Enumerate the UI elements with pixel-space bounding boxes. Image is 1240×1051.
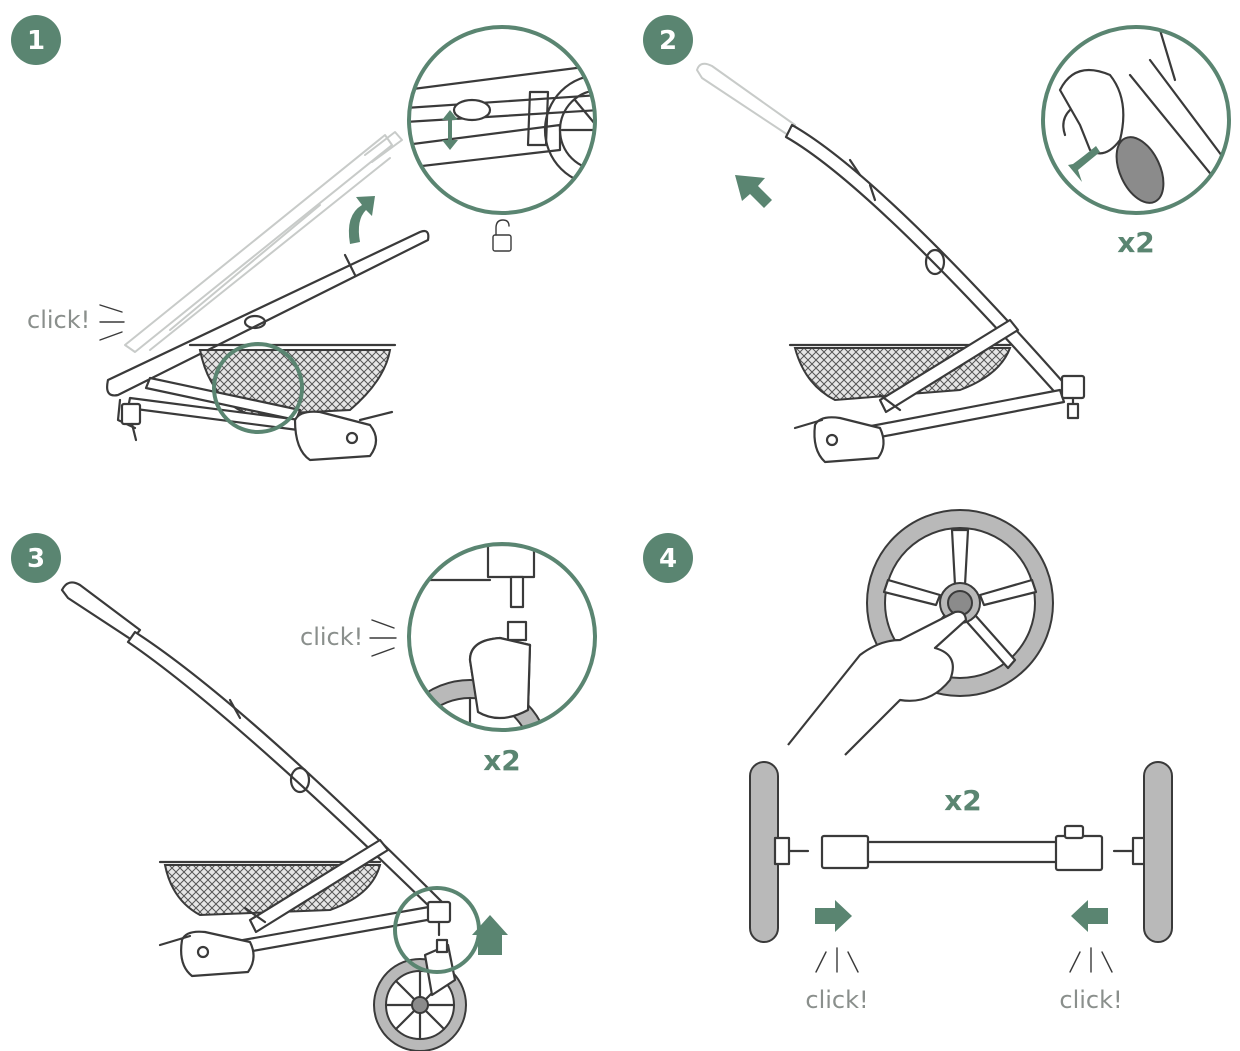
step-3-zoom-detail (407, 542, 597, 732)
step-2-panel: 2 (643, 15, 1231, 464)
stroller-frame-front-wheel (60, 581, 467, 1051)
step-3-multiplier: x2 (483, 744, 521, 777)
step-4-badge: 4 (643, 533, 693, 583)
step-1-panel: 1 click! (11, 15, 597, 462)
step-2-push-arrow (735, 175, 772, 208)
step-1-badge: 1 (11, 15, 61, 65)
step-4-number: 4 (659, 544, 677, 574)
step-2-multiplier: x2 (1117, 226, 1155, 259)
step-4-click-right-label: click! (1059, 986, 1122, 1014)
step-1-lock-highlight (212, 342, 304, 434)
step-3-click-label: click! (300, 623, 363, 651)
step-1-lift-arrow (348, 196, 375, 244)
step-1-click-label: click! (27, 306, 90, 334)
step-4-multiplier: x2 (944, 784, 982, 817)
step-4-push-left-arrow (1071, 900, 1108, 932)
step-3-panel: 3 click! (11, 533, 597, 1051)
step-2-number: 2 (659, 26, 677, 56)
step-4-click-lines-right (1069, 947, 1113, 973)
rear-wheel-hub-press (787, 509, 1054, 756)
step-4-click-lines-left (815, 947, 859, 973)
step-2-badge: 2 (643, 15, 693, 65)
rear-axle-assembly (749, 761, 1173, 943)
step-4-click-left-label: click! (805, 986, 868, 1014)
step-4-panel: 4 x2 (643, 509, 1173, 1014)
step-1-zoom-detail (407, 25, 597, 215)
unlock-icon (492, 219, 512, 252)
step-1-click-lines (99, 304, 125, 341)
step-3-click-lines (369, 619, 397, 657)
unfolded-stroller-frame (696, 62, 1086, 464)
step-1-number: 1 (27, 26, 45, 56)
step-3-badge: 3 (11, 533, 61, 583)
step-4-push-right-arrow (815, 900, 852, 932)
step-3-number: 3 (27, 544, 45, 574)
ghost-handle-frame (124, 131, 403, 353)
folded-stroller-frame (106, 229, 430, 462)
step-3-push-up-arrow (472, 915, 508, 955)
step-2-zoom-detail (1041, 25, 1231, 215)
